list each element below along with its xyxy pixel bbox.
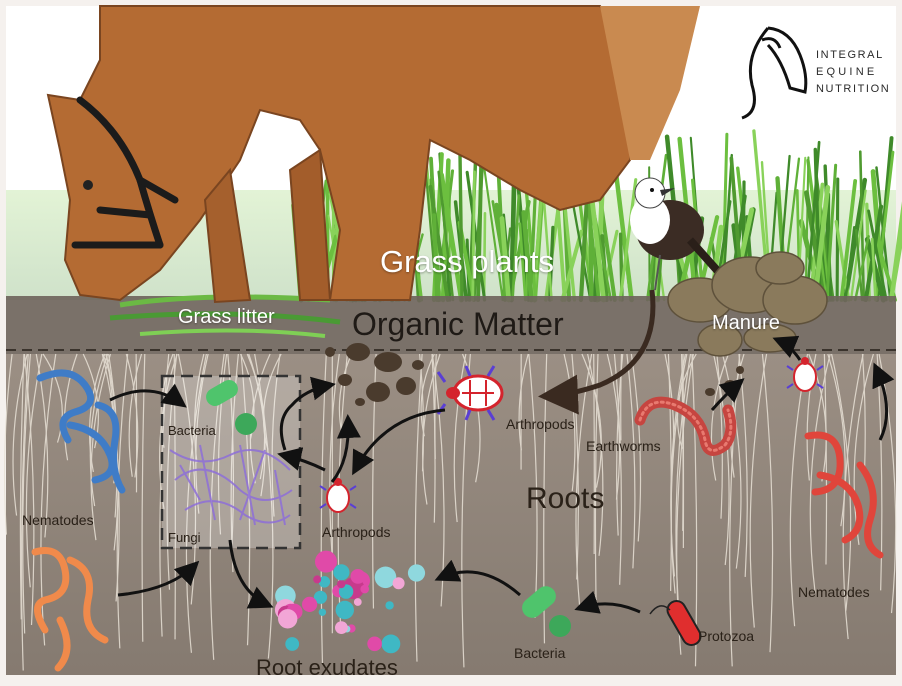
exudate-dot: [285, 637, 299, 651]
exudate-dot: [336, 601, 354, 619]
label-bacteria-top: Bacteria: [168, 423, 216, 438]
microbe-box: [162, 376, 300, 548]
exudate-dot: [315, 551, 337, 573]
exudate-dot: [382, 635, 401, 654]
exudate-dot: [302, 597, 317, 612]
exudate-dot: [278, 609, 297, 628]
soil-layer: [6, 354, 896, 675]
label-nematodes-left: Nematodes: [22, 512, 94, 528]
exudate-dot: [393, 577, 405, 589]
exudate-dot: [385, 601, 393, 609]
exudate-dot: [354, 598, 362, 606]
label-bacteria-bottom: Bacteria: [514, 645, 565, 661]
label-grass-litter: Grass litter: [178, 306, 275, 329]
label-arthropods-center: Arthropods: [322, 524, 390, 540]
exudate-dot: [367, 637, 382, 652]
label-root-exudates: Root exudates: [256, 655, 398, 681]
brand-wordmark: INTEGRAL EQUINE NUTRITION: [816, 47, 890, 98]
horse-eye: [83, 180, 93, 190]
label-manure: Manure: [712, 312, 780, 335]
exudate-dot: [408, 564, 425, 581]
brand-line-1: INTEGRAL: [816, 47, 890, 64]
label-grass-plants: Grass plants: [380, 244, 554, 280]
brand-line-2: EQUINE: [816, 64, 890, 81]
exudate-dot: [335, 621, 348, 634]
label-nematodes-right: Nematodes: [798, 584, 870, 600]
label-earthworms: Earthworms: [586, 438, 661, 454]
exudate-dot: [319, 609, 326, 616]
exudate-dot: [313, 575, 321, 583]
label-protozoa: Protozoa: [698, 628, 754, 644]
brand-line-3: NUTRITION: [816, 81, 890, 98]
label-organic-matter: Organic Matter: [352, 306, 564, 343]
label-arthropods-right: Arthropods: [506, 416, 574, 432]
exudate-dot: [337, 580, 345, 588]
exudate-dot: [333, 564, 349, 580]
label-roots: Roots: [526, 482, 604, 516]
exudate-dot: [360, 585, 369, 594]
exudate-dot: [351, 569, 366, 584]
label-fungi: Fungi: [168, 530, 201, 545]
